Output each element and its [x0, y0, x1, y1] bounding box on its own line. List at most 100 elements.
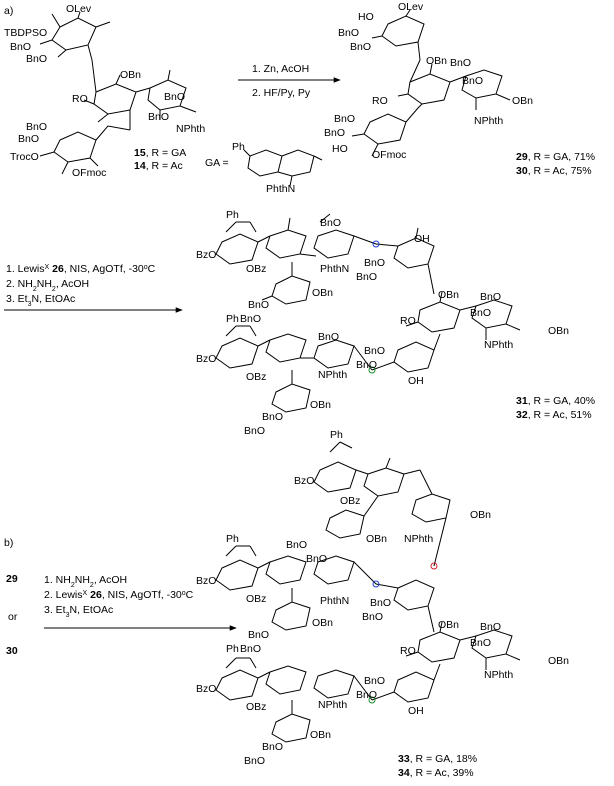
compound-31-label: 31, R = GA, 40%: [516, 395, 595, 407]
group-bno: BnO: [356, 359, 377, 371]
group-obn: OBn: [366, 533, 387, 545]
group-oh: OH: [414, 233, 430, 245]
product-33-structure: [215, 441, 521, 743]
group-bno: BnO: [248, 629, 269, 641]
group-phthn: PhthN: [320, 263, 349, 275]
glycosidic-oxygen-blue: [372, 580, 380, 588]
group-ofmoc: OFmoc: [372, 149, 406, 161]
group-bno: BnO: [244, 755, 265, 767]
group-bno: BnO: [364, 675, 385, 687]
group-bno: BnO: [370, 597, 391, 609]
reactant-29: 29: [6, 573, 18, 585]
group-bno: BnO: [26, 121, 47, 133]
group-bzo: BzO: [196, 683, 216, 695]
group-bzo: BzO: [196, 353, 216, 365]
step1-line1: 1. Zn, AcOH: [252, 63, 309, 75]
panel-b-step-line2: 2. LewisX 26, NIS, AgOTf, -30oC: [44, 589, 194, 601]
panel-b-label: b): [4, 537, 13, 549]
group-nphth: NPhth: [484, 339, 513, 351]
group-obn: OBn: [548, 655, 569, 667]
group-tbdpso: TBDPSO: [4, 27, 47, 39]
group-nphth: NPhth: [318, 369, 347, 381]
group-bno: BnO: [248, 299, 269, 311]
group-bno: BnO: [356, 689, 377, 701]
compound-30-label: 30, R = Ac, 75%: [516, 165, 592, 177]
group-bno: BnO: [356, 271, 377, 283]
reactant-or: or: [8, 611, 18, 623]
group-obn: OBn: [438, 619, 459, 631]
ga-phthn: PhthN: [266, 183, 295, 195]
group-ph: Ph: [226, 313, 239, 325]
panel-b-step-line1: 1. NH2NH2, AcOH: [44, 574, 127, 589]
group-obz: OBz: [340, 495, 360, 507]
group-ph: Ph: [226, 643, 239, 655]
group-bno: BnO: [306, 553, 327, 565]
compound-15-label: 15, R = GA: [134, 147, 186, 159]
step1-line2: 2. HF/Py, Py: [252, 87, 311, 99]
group-bno: BnO: [26, 53, 47, 65]
group-bno: BnO: [470, 637, 491, 649]
group-ro: RO: [72, 93, 88, 105]
group-nphth: NPhth: [474, 115, 503, 127]
group-bno: BnO: [10, 41, 31, 53]
glycosidic-oxygen-green: [368, 696, 376, 704]
group-ro: RO: [372, 95, 388, 107]
group-obz: OBz: [246, 371, 266, 383]
compound-33-label: 33, R = GA, 18%: [398, 753, 477, 765]
group-bno: BnO: [318, 331, 339, 343]
product-29-structure: [351, 9, 511, 157]
group-bno: BnO: [334, 113, 355, 125]
step2-line1: 1. LewisX 26, NIS, AgOTf, -30oC: [6, 263, 156, 275]
start-material-structure: [39, 11, 197, 175]
group-bno: BnO: [480, 621, 501, 633]
group-obn: OBn: [470, 509, 491, 521]
group-obn: OBn: [120, 69, 141, 81]
group-bzo: BzO: [196, 575, 216, 587]
step2-line3: 3. Et3N, EtOAc: [6, 293, 75, 308]
group-obn: OBn: [426, 55, 447, 67]
ga-ph: Ph: [232, 141, 245, 153]
glycosidic-oxygen-blue: [372, 240, 380, 248]
group-ofmoc: OFmoc: [72, 167, 106, 179]
group-ro: RO: [400, 315, 416, 327]
product-31-structure: [215, 213, 521, 413]
compound-29-label: 29, R = GA, 71%: [516, 151, 595, 163]
glycosidic-oxygen-green: [368, 366, 376, 374]
glycosidic-oxygen-red: [430, 562, 438, 570]
ga-definition-label: GA =: [205, 157, 229, 169]
group-ho: HO: [358, 11, 374, 23]
group-obz: OBz: [246, 263, 266, 275]
group-bno: BnO: [470, 307, 491, 319]
compound-34-label: 34, R = Ac, 39%: [398, 767, 474, 779]
ga-structure: [243, 149, 323, 187]
group-bno: BnO: [480, 291, 501, 303]
group-bno: BnO: [364, 345, 385, 357]
group-bno: BnO: [240, 643, 261, 655]
group-bno: BnO: [286, 539, 307, 551]
group-olev: OLev: [398, 1, 424, 13]
group-nphth: NPhth: [484, 669, 513, 681]
group-obn: OBn: [310, 399, 331, 411]
group-bzo: BzO: [294, 475, 314, 487]
group-obn: OBn: [310, 729, 331, 741]
group-ph: Ph: [226, 533, 239, 545]
group-obn: OBn: [438, 289, 459, 301]
step2-line2: 2. NH2NH2, AcOH: [6, 278, 89, 293]
group-ph: Ph: [330, 429, 343, 441]
group-obn: OBn: [512, 95, 533, 107]
group-bno: BnO: [362, 611, 383, 623]
group-bno: BnO: [244, 425, 265, 437]
group-nphth: NPhth: [318, 699, 347, 711]
group-obz: OBz: [246, 593, 266, 605]
group-oh: OH: [408, 375, 424, 387]
group-obz: OBz: [246, 701, 266, 713]
group-bno: BnO: [462, 75, 483, 87]
panel-b-step-line3: 3. Et3N, EtOAc: [44, 604, 113, 619]
group-bno: BnO: [324, 127, 345, 139]
group-bno: BnO: [164, 91, 185, 103]
group-ho: HO: [332, 143, 348, 155]
group-obn: OBn: [548, 325, 569, 337]
group-oh: OH: [408, 705, 424, 717]
compound-14-label: 14, R = Ac: [134, 160, 183, 172]
